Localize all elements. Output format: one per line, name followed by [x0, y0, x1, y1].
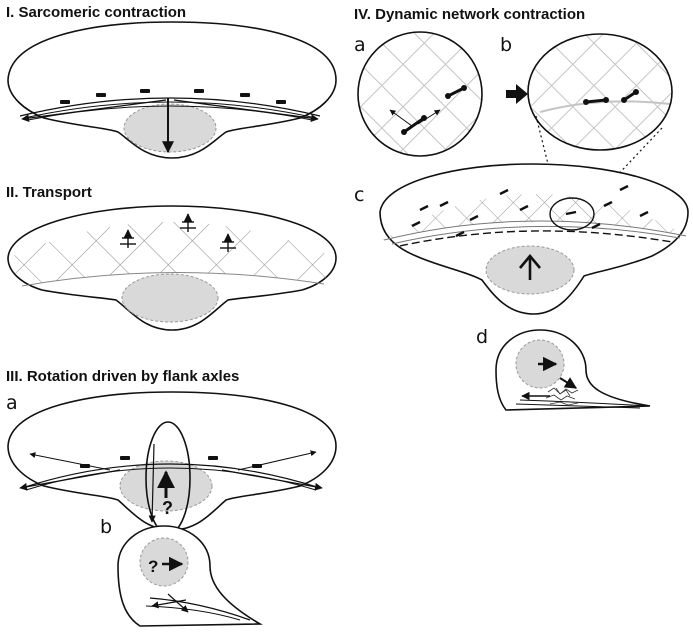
panel-2-title: II. Transport	[6, 184, 92, 201]
zoom-circle-b	[527, 33, 673, 151]
cell-network-contraction	[379, 163, 689, 315]
cell-sarcomeric	[7, 21, 337, 159]
panel-3b-label: b	[100, 516, 113, 538]
panel-3-title: III. Rotation driven by flank axles	[6, 368, 240, 385]
cell-transport	[7, 205, 337, 331]
zoom-circle-a	[357, 31, 483, 157]
question-mark-b: ?	[148, 557, 158, 576]
question-mark-a: ?	[162, 498, 173, 518]
panel-4d-label: d	[476, 326, 489, 348]
panel-1-title: I. Sarcomeric contraction	[6, 4, 187, 21]
panel-4c-label: c	[354, 184, 365, 206]
panel-4b-label: b	[500, 34, 513, 56]
panel-3a-label: a	[6, 392, 18, 414]
right-arrow-icon	[506, 84, 528, 104]
panel-4a-label: a	[354, 34, 366, 56]
zoom-connector-lines	[535, 115, 663, 201]
cell-rotation-a: ?	[7, 391, 337, 535]
cell-network-contraction-d	[495, 329, 651, 411]
cell-rotation-b: ?	[117, 525, 263, 627]
panel-4-title: IV. Dynamic network contraction	[354, 6, 586, 23]
